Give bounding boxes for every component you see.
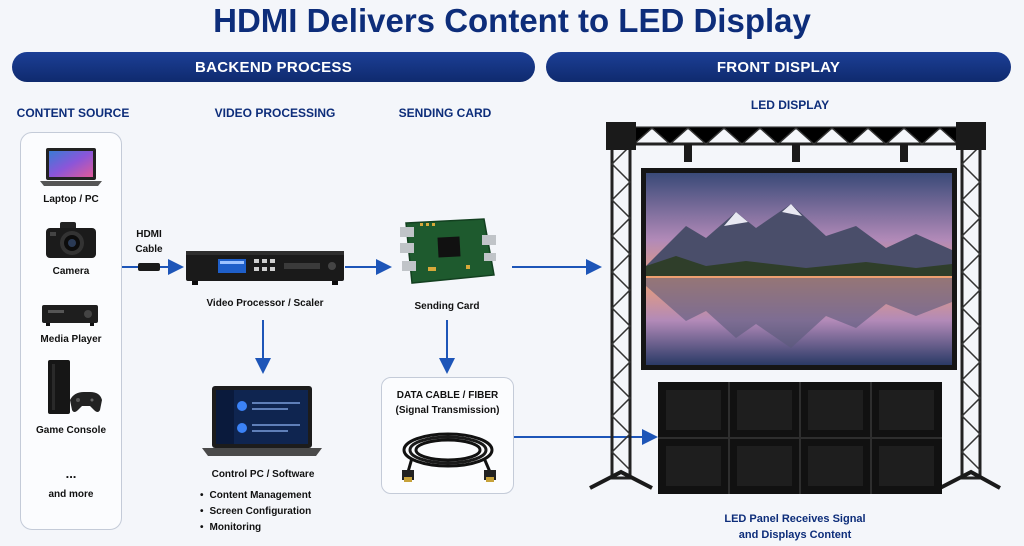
camera-icon bbox=[46, 222, 96, 258]
laptop-label: Laptop / PC bbox=[43, 194, 99, 205]
content-source-panel bbox=[20, 132, 122, 530]
laptop-icon bbox=[40, 148, 102, 186]
video-processor-icon bbox=[186, 251, 344, 285]
data-cable-title: DATA CABLE / FIBER bbox=[396, 390, 499, 401]
bullet-monitoring: Monitoring bbox=[200, 520, 350, 536]
hdmi-plug-icon bbox=[138, 263, 160, 271]
more-ellipsis: ... bbox=[65, 466, 77, 481]
game-console-label: Game Console bbox=[35, 425, 107, 436]
backend-process-banner: BACKEND PROCESS bbox=[12, 52, 535, 82]
control-pc-label: Control PC / Software bbox=[211, 469, 315, 480]
led-display-heading: LED DISPLAY bbox=[750, 98, 830, 112]
control-pc-icon bbox=[202, 386, 322, 456]
bullet-screen-configuration: Screen Configuration bbox=[200, 504, 350, 520]
hdmi-cable-label-line1: HDMI bbox=[136, 229, 162, 240]
camera-label: Camera bbox=[52, 266, 90, 277]
media-player-label: Media Player bbox=[40, 334, 102, 345]
and-more-label: and more bbox=[48, 489, 94, 500]
data-cable-subtitle: (Signal Transmission) bbox=[395, 405, 500, 416]
bullet-content-management: Content Management bbox=[200, 488, 350, 504]
led-panel-wall bbox=[658, 382, 942, 494]
led-panel-caption-line2: and Displays Content bbox=[738, 529, 852, 541]
led-panel-caption-line1: LED Panel Receives Signal bbox=[724, 513, 866, 525]
game-console-icon bbox=[48, 360, 102, 414]
media-player-icon bbox=[42, 305, 98, 326]
sending-card-icon bbox=[400, 218, 496, 284]
led-truss-structure bbox=[589, 122, 1001, 494]
cable-coil-icon bbox=[402, 432, 496, 482]
video-processing-heading: VIDEO PROCESSING bbox=[214, 106, 336, 120]
video-processor-label: Video Processor / Scaler bbox=[206, 298, 324, 309]
sending-card-label: Sending Card bbox=[414, 301, 480, 312]
front-display-banner: FRONT DISPLAY bbox=[546, 52, 1011, 82]
control-pc-bullets: Content Management Screen Configuration … bbox=[200, 488, 350, 536]
led-main-screen bbox=[641, 168, 957, 370]
page-title: HDMI Delivers Content to LED Display bbox=[213, 2, 811, 39]
hdmi-cable-label-line2: Cable bbox=[135, 244, 163, 255]
sending-card-heading: SENDING CARD bbox=[398, 106, 492, 120]
content-source-heading: CONTENT SOURCE bbox=[16, 106, 130, 120]
